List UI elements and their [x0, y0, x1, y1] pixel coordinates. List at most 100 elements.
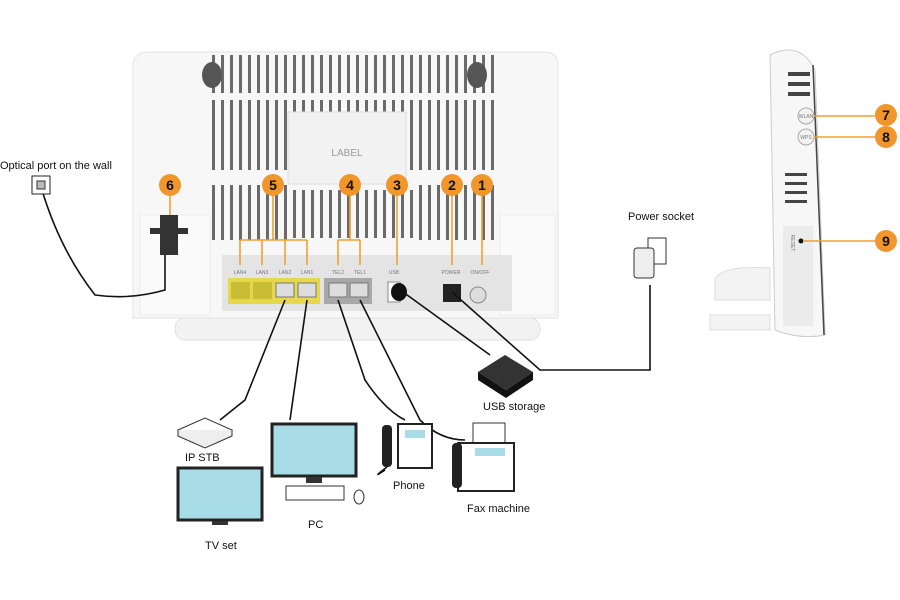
callout-number: 4: [346, 177, 354, 193]
vent-slot: [428, 185, 431, 240]
vent-slot: [284, 55, 287, 93]
vent-slot: [257, 55, 260, 93]
vent-slot: [446, 185, 449, 240]
callout-number: 3: [393, 177, 401, 193]
port-label-power: POWER: [442, 270, 461, 276]
vent-slot: [446, 100, 449, 170]
vent-slot: [473, 100, 476, 170]
vent-slot: [410, 55, 413, 93]
callout-5: 5: [262, 174, 284, 196]
vent-slot: [419, 100, 422, 170]
vent-slot: [401, 190, 404, 238]
vent-slot: [482, 100, 485, 170]
ip-stb-label: IP STB: [185, 452, 220, 464]
vent-slot: [365, 55, 368, 93]
vent-slot: [374, 190, 377, 238]
reset-label: RESET: [789, 235, 795, 252]
callouts: 1 2 3 4 5 6 7 8 9: [159, 104, 897, 252]
vent-slot: [212, 100, 215, 170]
vent-slot: [419, 55, 422, 93]
callout-7: 7: [875, 104, 897, 126]
router-side: WLAN WPS RESET: [709, 49, 826, 338]
vent-slot: [455, 100, 458, 170]
wps-button-label: WPS: [800, 135, 812, 141]
optical-port-label: Optical port on the wall: [0, 160, 112, 172]
fax-machine-label: Fax machine: [467, 503, 530, 515]
vent-slot: [401, 55, 404, 93]
vent-slot: [437, 100, 440, 170]
vent-slot: [257, 100, 260, 170]
wlan-button-label: WLAN: [799, 114, 814, 120]
callout-number: 9: [882, 233, 890, 249]
vent-slot: [428, 100, 431, 170]
cables: [41, 189, 651, 441]
vent-slot: [329, 55, 332, 93]
vent-slot: [230, 185, 233, 240]
vent-slot: [284, 185, 287, 240]
callout-number: 6: [166, 177, 174, 193]
vent-slot: [383, 55, 386, 93]
vent-slot: [266, 100, 269, 170]
callout-number: 1: [478, 177, 486, 193]
callout-1: 1: [471, 174, 493, 196]
vent-slot: [347, 55, 350, 93]
port-label-lan4: LAN4: [234, 270, 247, 276]
callout-number: 2: [448, 177, 456, 193]
vent-slot: [491, 55, 494, 93]
pc-icon: [270, 422, 365, 505]
vent-slot: [419, 185, 422, 240]
tv-icon: [176, 466, 264, 525]
vent-slot: [239, 100, 242, 170]
vent-slot: [464, 55, 467, 93]
vent-slot: [239, 55, 242, 93]
pc-label: PC: [308, 519, 323, 531]
vent-slot: [329, 190, 332, 238]
port-label-tel1: TEL1: [354, 270, 366, 276]
vent-slot: [482, 185, 485, 240]
callout-8: 8: [875, 126, 897, 148]
vent-slot: [356, 190, 359, 238]
callout-2: 2: [441, 174, 463, 196]
vent-slot: [491, 185, 494, 240]
vent-slot: [491, 100, 494, 170]
vent-slot: [221, 185, 224, 240]
port-label-lan2: LAN2: [279, 270, 292, 276]
vent-slot: [392, 190, 395, 238]
tv-set-label: TV set: [205, 540, 237, 552]
vent-slot: [266, 185, 269, 240]
router-label-text: LABEL: [331, 148, 363, 159]
vent-slot: [428, 55, 431, 93]
phone-label: Phone: [393, 480, 425, 492]
port-label-lan3: LAN3: [256, 270, 269, 276]
vent-slot: [284, 100, 287, 170]
vent-slot: [266, 55, 269, 93]
optical-wall-port-icon: [31, 175, 51, 195]
callout-3: 3: [386, 174, 408, 196]
vent-slot: [338, 55, 341, 93]
vent-slot: [230, 100, 233, 170]
power-socket-label: Power socket: [628, 211, 694, 223]
vent-slot: [338, 190, 341, 238]
vent-slot: [248, 100, 251, 170]
callout-leaders: [169, 115, 875, 265]
vent-slot: [374, 55, 377, 93]
vent-slot: [320, 55, 323, 93]
vent-slot: [293, 190, 296, 238]
vent-slot: [311, 190, 314, 238]
port-label-usb: USB: [389, 270, 400, 276]
vent-slot: [347, 190, 350, 238]
callout-number: 7: [882, 107, 890, 123]
port-label-onoff: ON/OFF: [471, 270, 490, 276]
vent-slot: [221, 55, 224, 93]
vent-slot: [248, 55, 251, 93]
vent-slot: [275, 100, 278, 170]
vent-slot: [392, 55, 395, 93]
callout-9: 9: [875, 230, 897, 252]
vent-slot: [383, 190, 386, 238]
vent-slot: [455, 185, 458, 240]
vent-slot: [248, 185, 251, 240]
vent-slot: [464, 100, 467, 170]
usb-storage-icon: [478, 355, 533, 398]
